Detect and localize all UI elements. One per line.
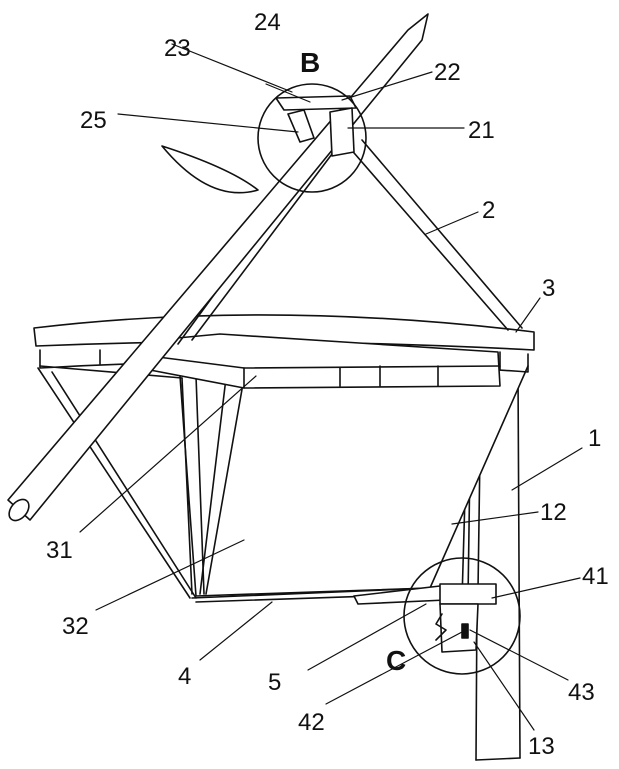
callout-b: B	[300, 47, 320, 78]
label-12: 12	[540, 499, 567, 526]
hinge-assembly	[257, 83, 367, 193]
label-25: 25	[80, 107, 107, 134]
label-4: 4	[178, 663, 191, 690]
label-41: 41	[582, 563, 609, 590]
label-13: 13	[528, 733, 555, 760]
label-32: 32	[62, 613, 89, 640]
label-24: 24	[254, 9, 281, 36]
label-22: 22	[434, 59, 461, 86]
label-31: 31	[46, 537, 73, 564]
label-5: 5	[268, 669, 281, 696]
leader-lines	[79, 43, 583, 731]
funnel-body	[37, 365, 529, 599]
callout-c: C	[386, 645, 406, 676]
side-guard	[161, 145, 259, 194]
label-2: 2	[482, 197, 495, 224]
label-21: 21	[468, 117, 495, 144]
label-1: 1	[588, 425, 601, 452]
label-3: 3	[542, 275, 555, 302]
label-43: 43	[568, 679, 595, 706]
label-23: 23	[164, 35, 191, 62]
bottom-bracket	[353, 557, 521, 675]
label-42: 42	[298, 709, 325, 736]
